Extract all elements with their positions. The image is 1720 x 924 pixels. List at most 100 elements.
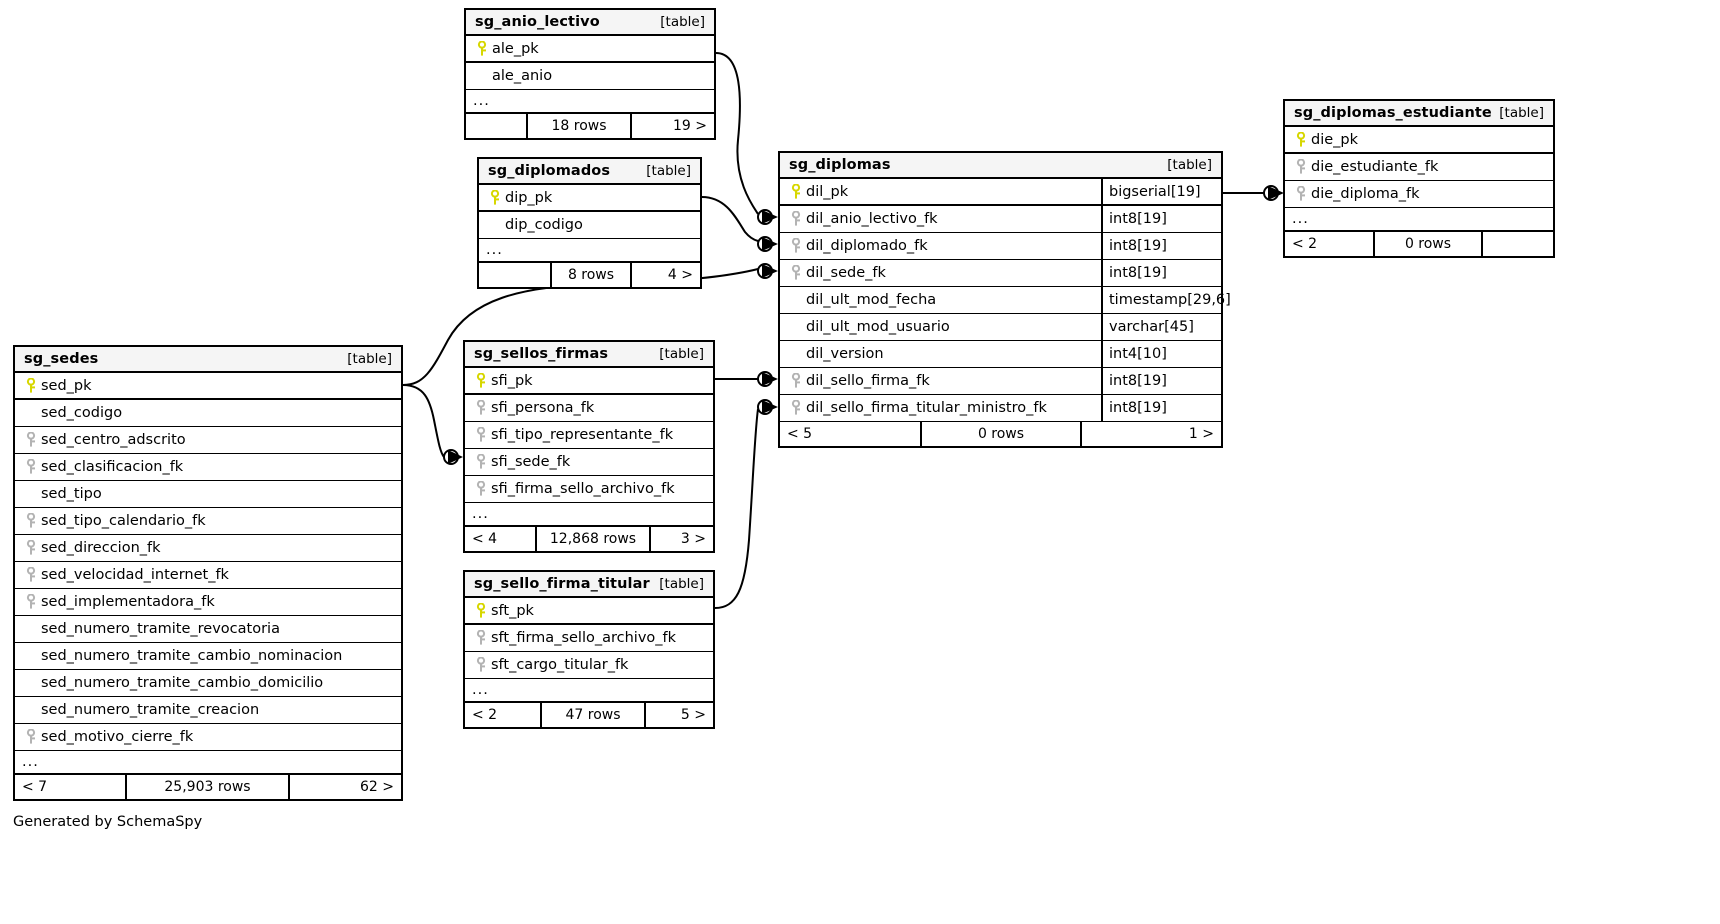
column-row[interactable]: dip_pk [479,185,700,212]
column-name-cell: sed_direccion_fk [15,535,401,561]
column-row[interactable]: sed_tipo [15,481,401,508]
column-row[interactable]: sed_pk [15,373,401,400]
schemaspy-credit: Generated by SchemaSpy [13,814,203,830]
more-columns-indicator[interactable]: ... [465,679,713,703]
column-row[interactable]: ale_pk [466,36,714,63]
column-row[interactable]: dil_ult_mod_fecha timestamp[29,6] [780,287,1231,314]
more-columns-indicator[interactable]: ... [479,239,700,263]
footer-children-count[interactable]: 5 > [680,707,706,723]
column-row[interactable]: dil_version int4[10] [780,341,1221,368]
foreign-key-icon [22,513,39,529]
column-type: timestamp[29,6] [1101,287,1231,313]
column-row[interactable]: sft_cargo_titular_fk [465,652,713,679]
column-name-cell: sfi_sede_fk [465,449,713,475]
column-label: sed_clasificacion_fk [41,459,184,475]
edge-diplomados-diplomas [701,196,759,242]
column-row[interactable]: sed_implementadora_fk [15,589,401,616]
table-title: sg_sedes [24,350,99,367]
footer-parents-count[interactable] [466,114,526,138]
footer-children-count[interactable]: 1 > [1188,426,1214,442]
column-row[interactable]: sed_motivo_cierre_fk [15,724,401,751]
column-label: sft_firma_sello_archivo_fk [491,630,677,646]
column-row[interactable]: sed_velocidad_internet_fk [15,562,401,589]
column-label: sfi_firma_sello_archivo_fk [491,481,675,497]
column-label: sed_pk [41,377,92,394]
column-row[interactable]: sed_numero_tramite_creacion [15,697,401,724]
column-type: int8[19] [1101,206,1221,232]
more-columns-indicator[interactable]: ... [1285,208,1553,232]
column-row[interactable]: sed_centro_adscrito [15,427,401,454]
foreign-key-icon [1292,159,1309,175]
column-row[interactable]: die_pk [1285,127,1553,154]
column-label: dil_version [806,346,884,362]
column-name-cell: dil_pk [780,179,1101,204]
footer-children-count[interactable]: 4 > [667,267,693,283]
footer-children-count[interactable] [1483,232,1553,256]
column-name-cell: dil_sello_firma_fk [780,368,1101,394]
column-row[interactable]: sed_clasificacion_fk [15,454,401,481]
column-name-cell: sfi_pk [465,368,713,393]
footer-children-count[interactable]: 3 > [680,531,706,547]
footer-parents-count[interactable]: < 2 [1292,236,1318,252]
column-row[interactable]: sft_pk [465,598,713,625]
column-name-cell: sed_clasificacion_fk [15,454,401,480]
column-row[interactable]: sfi_tipo_representante_fk [465,422,713,449]
column-row[interactable]: die_estudiante_fk [1285,154,1553,181]
connector-circle [757,209,773,225]
column-row[interactable]: sed_numero_tramite_cambio_domicilio [15,670,401,697]
table-footer: < 2 0 rows [1285,232,1553,256]
footer-children-count[interactable]: 19 > [673,118,707,134]
more-columns-indicator[interactable]: ... [15,751,401,775]
column-row[interactable]: sfi_pk [465,368,713,395]
column-label: sed_numero_tramite_cambio_nominacion [41,648,343,664]
column-row[interactable]: sed_numero_tramite_revocatoria [15,616,401,643]
column-row[interactable]: dip_codigo [479,212,700,239]
column-row[interactable]: ale_anio [466,63,714,90]
column-label: dil_sede_fk [806,265,886,281]
footer-parents-count[interactable]: < 2 [472,707,498,723]
footer-children-count[interactable]: 62 > [360,779,394,795]
column-row[interactable]: sft_firma_sello_archivo_fk [465,625,713,652]
footer-parents-count[interactable]: < 5 [787,426,813,442]
footer-row-count: 0 rows [1373,232,1483,256]
more-columns-indicator[interactable]: ... [466,90,714,114]
foreign-key-icon [22,432,39,448]
column-row[interactable]: sed_direccion_fk [15,535,401,562]
column-row[interactable]: sed_tipo_calendario_fk [15,508,401,535]
column-row[interactable]: sfi_persona_fk [465,395,713,422]
footer-parents-count[interactable] [479,263,550,287]
column-label: dil_ult_mod_fecha [806,292,937,308]
column-label: sed_direccion_fk [41,540,161,556]
column-row[interactable]: sed_numero_tramite_cambio_nominacion [15,643,401,670]
footer-parents-count[interactable]: < 4 [472,531,498,547]
column-row[interactable]: sfi_sede_fk [465,449,713,476]
more-columns-indicator[interactable]: ... [465,503,713,527]
footer-parents-count[interactable]: < 7 [22,779,48,795]
table-type-tag: [table] [1167,156,1212,173]
column-row[interactable]: die_diploma_fk [1285,181,1553,208]
column-label: dil_diplomado_fk [806,238,928,254]
column-row[interactable]: sfi_firma_sello_archivo_fk [465,476,713,503]
foreign-key-icon [22,594,39,610]
column-row[interactable]: sed_codigo [15,400,401,427]
table-header-sg_diplomados: sg_diplomados[table] [479,159,700,185]
column-label: sft_pk [491,602,534,619]
column-type: int4[10] [1101,341,1221,367]
column-type: varchar[45] [1101,314,1221,340]
